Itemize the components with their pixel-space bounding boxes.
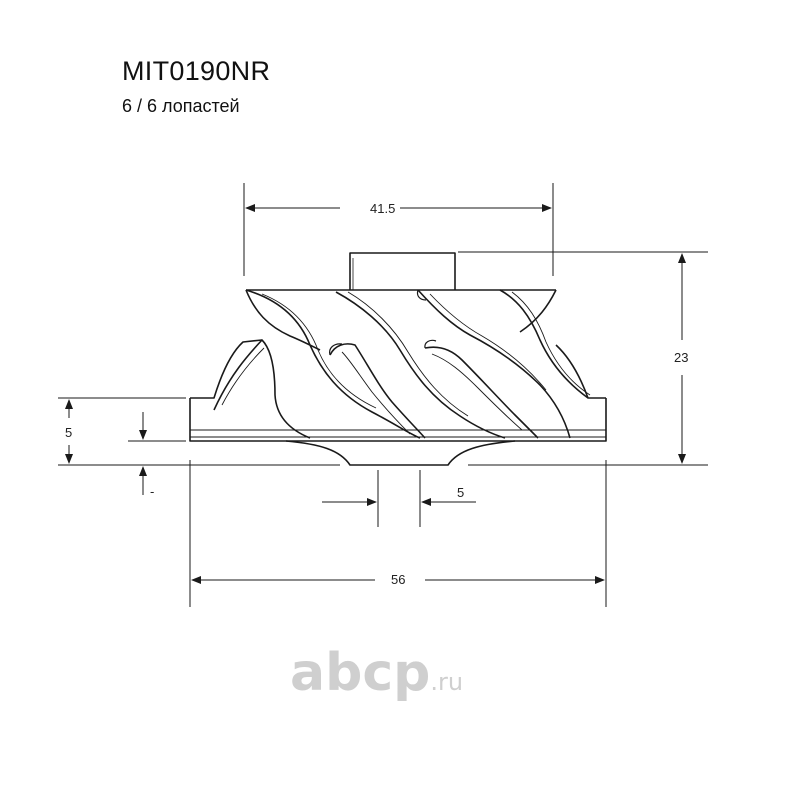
impeller-outline [189, 252, 607, 466]
blade-2-inner [261, 293, 377, 409]
blade-4 [329, 343, 426, 439]
watermark-tld: .ru [430, 668, 464, 696]
base-disc [189, 398, 607, 442]
blade-count-subtitle: 6 / 6 лопастей [122, 96, 240, 116]
dim-label-base-height: 5 [65, 425, 72, 440]
dimension-lines [58, 183, 708, 607]
hub-nose [349, 252, 456, 290]
dim-label-height: 23 [674, 350, 688, 365]
blade-6-inner [431, 353, 523, 431]
left-silhouette [190, 339, 263, 399]
watermark-logo: аbcp.ru [290, 643, 463, 703]
blade-3 [335, 291, 506, 439]
splitter-curl-left [329, 343, 343, 356]
dim-label-bottom-width: 56 [391, 572, 405, 587]
blade-5 [417, 289, 571, 439]
dim-label-top-width: 41.5 [370, 201, 395, 216]
blade-7 [499, 289, 589, 399]
watermark-main: аbcp [290, 643, 431, 703]
back-skirt [285, 440, 516, 466]
blade-7-inner [511, 291, 591, 396]
blade-6 [424, 346, 539, 439]
blade-top-curl [416, 289, 427, 301]
part-number-title: MIT0190NR [122, 56, 271, 86]
blade-1 [213, 339, 311, 439]
blade-4-inner [341, 351, 411, 435]
blade-2 [245, 289, 421, 439]
dim-label-small-mark: - [150, 484, 154, 499]
blade-1-inner [221, 347, 265, 406]
blade-3-inner [347, 291, 469, 417]
upper-right-silhouette [519, 289, 557, 333]
dim-label-shaft-offset: 5 [457, 485, 464, 500]
splitter-curl-right [424, 339, 437, 349]
blade-5-inner [429, 293, 547, 391]
